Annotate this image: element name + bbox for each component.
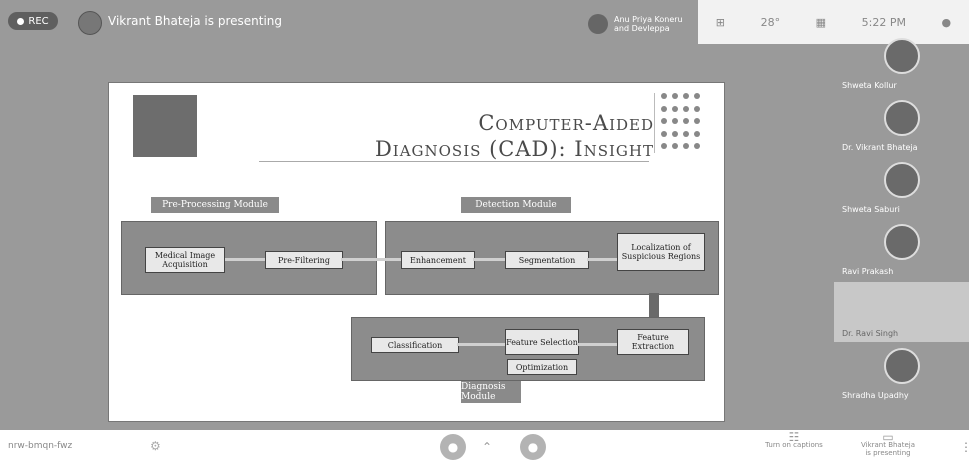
microphone-icon: ● [447, 440, 459, 454]
captions-button[interactable]: ☷ Turn on captions [758, 430, 830, 449]
microphone-button[interactable]: ● [440, 434, 466, 460]
tray-item-3[interactable]: ▦ [815, 15, 827, 29]
node-enhancement: Enhancement [401, 251, 475, 269]
chevron-up-icon[interactable]: ⌃ [482, 440, 493, 454]
tray-item-1[interactable]: ⊞ [715, 15, 725, 29]
participant-avatar [883, 38, 920, 74]
arrow [225, 258, 265, 261]
title-rule [259, 161, 649, 162]
participant-tile[interactable]: Dr. Ravi Singh [834, 282, 969, 342]
participant-tile[interactable]: Ravi Prakash [834, 220, 969, 280]
node-feature-selection: Feature Selection [505, 329, 579, 355]
arrow [457, 343, 505, 346]
sharer-chip[interactable]: Anu Priya Koneru and Devleppa [588, 10, 683, 38]
participant-tile[interactable]: Shweta Kollur [834, 34, 969, 94]
node-acquisition: Medical Image Acquisition [145, 247, 225, 273]
node-classification: Classification [371, 337, 459, 353]
participant-avatar [883, 348, 920, 384]
slide-title-line1: Computer-Aided [478, 111, 654, 135]
present-icon: ▭ [882, 430, 894, 444]
arrow [587, 258, 617, 261]
more-options-icon[interactable]: ⋮ [960, 440, 969, 454]
system-tray: ⊞ 28° ▦ 5:22 PM ● [698, 0, 969, 44]
presenter-button[interactable]: ▭ Vikrant Bhateja is presenting [852, 430, 924, 457]
arrow [473, 258, 505, 261]
decorative-dot-grid [654, 93, 711, 153]
camera-icon: ● [527, 440, 539, 454]
shared-slide: Computer-Aided Diagnosis (CAD): Insight … [108, 82, 725, 422]
participant-name: Dr. Ravi Singh [842, 329, 899, 338]
slide-logo [133, 95, 197, 157]
node-prefiltering: Pre-Filtering [265, 251, 343, 269]
tray-weather[interactable]: 28° [760, 15, 781, 29]
sharer-name-line2: and Devleppa [614, 24, 670, 33]
meeting-code: nrw-bmqn-fwz [8, 441, 73, 451]
tray-avatar-icon[interactable]: ● [941, 15, 952, 29]
presenter-avatar [78, 11, 102, 35]
node-localization: Localization of Suspicious Regions [617, 233, 705, 271]
meeting-top-bar: REC Vikrant Bhateja is presenting Anu Pr… [0, 0, 969, 44]
participant-tile[interactable]: Shweta Saburi [834, 158, 969, 218]
presenter-line2: is presenting [865, 449, 911, 457]
participant-name: Ravi Prakash [842, 267, 894, 276]
rec-label: REC [28, 15, 49, 27]
participant-name: Shweta Kollur [842, 81, 897, 90]
participant-name: Dr. Vikrant Bhateja [842, 143, 918, 152]
camera-button[interactable]: ● [520, 434, 546, 460]
participant-name: Shradha Upadhy [842, 391, 909, 400]
sharer-name-line1: Anu Priya Koneru [614, 15, 683, 24]
presentation-stage: REC Vikrant Bhateja is presenting Anu Pr… [0, 0, 969, 430]
captions-label: Turn on captions [765, 441, 823, 449]
diagnosis-module-label: Diagnosis Module [461, 381, 521, 403]
node-optimization: Optimization [507, 359, 577, 375]
node-segmentation: Segmentation [505, 251, 589, 269]
participant-name: Shweta Saburi [842, 205, 900, 214]
participant-avatar [883, 224, 920, 260]
tray-clock[interactable]: 5:22 PM [861, 15, 906, 29]
captions-icon: ☷ [788, 430, 800, 444]
node-feature-extraction: Feature Extraction [617, 329, 689, 355]
meeting-bottom-bar: nrw-bmqn-fwz ⚙ ● ⌃ ● ☷ Turn on captions … [0, 430, 969, 464]
arrow [341, 258, 405, 261]
settings-icon[interactable]: ⚙ [150, 439, 161, 453]
sharer-avatar [588, 14, 608, 34]
participant-avatar [883, 162, 920, 198]
detection-module-label: Detection Module [461, 197, 571, 213]
presenting-text: Vikrant Bhateja is presenting [108, 14, 282, 28]
participant-tile[interactable]: Dr. Vikrant Bhateja [834, 96, 969, 156]
record-dot-icon [17, 17, 25, 25]
participant-tile[interactable]: Shradha Upadhy [834, 344, 969, 404]
participant-avatar [883, 100, 920, 136]
detection-to-diagnosis-connector [649, 293, 659, 319]
arrow [577, 343, 617, 346]
recording-badge: REC [8, 12, 58, 30]
preprocessing-module-label: Pre-Processing Module [151, 197, 279, 213]
slide-title-line2: Diagnosis (CAD): Insight [374, 137, 654, 161]
presenter-line1: Vikrant Bhateja [860, 441, 916, 449]
